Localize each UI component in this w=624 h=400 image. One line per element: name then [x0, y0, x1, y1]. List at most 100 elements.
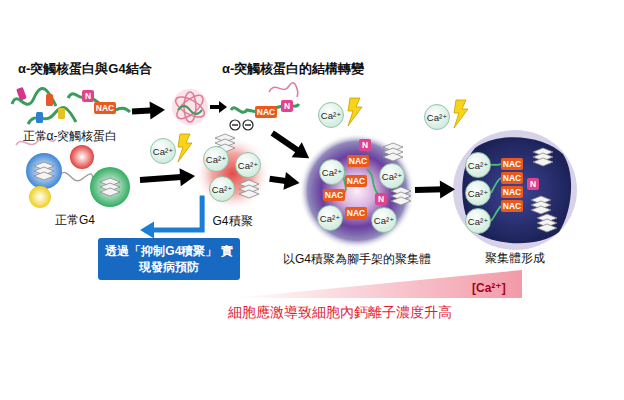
art-shape: [172, 89, 208, 125]
arrow-connector: [140, 195, 202, 238]
arrow-line: [272, 133, 300, 152]
art-shape: [453, 130, 577, 250]
scaffold-aggregate: [299, 133, 415, 249]
art-shape: [26, 153, 62, 189]
n-terminus-tag: N: [527, 178, 539, 190]
scaffold-aggregate: Ca²⁺NACCa²⁺NACNNACNACCa²⁺Ca²⁺N以G4積聚為腳手架的…: [299, 133, 415, 249]
nac-domain-tag: NAC: [501, 186, 523, 198]
g4-group: 正常G4: [10, 135, 140, 234]
art-shape: [70, 145, 94, 169]
calcium-ion: Ca²⁺: [465, 180, 491, 206]
art-shape: [269, 83, 298, 97]
art-shape: [245, 124, 251, 125]
n-terminus-tag: N: [281, 100, 293, 112]
art-shape: [58, 108, 65, 119]
stress-bolt: [348, 98, 362, 126]
nac-domain-tag: NAC: [347, 155, 369, 167]
nac-domain-tag: NAC: [501, 200, 523, 212]
stage-heading: α-突觸核蛋白的結構轉變: [222, 60, 364, 78]
calcium-level: [Ca²⁺]: [472, 281, 506, 295]
calcium-ion: Ca²⁺: [379, 163, 405, 189]
arrow-connector: [272, 133, 309, 158]
n-terminus-tag: N: [359, 139, 371, 151]
art-shape: [537, 214, 557, 232]
art-shape: [178, 106, 202, 114]
node-caption: G4積聚: [212, 214, 252, 229]
arrow-connector: [415, 180, 455, 198]
art-shape: [299, 133, 415, 249]
art-shape: [230, 120, 240, 130]
n-terminus-tag: N: [375, 193, 387, 205]
arrow-head: [283, 172, 299, 190]
structural-change: [172, 83, 299, 130]
node-caption: 正常G4: [55, 213, 95, 228]
art-shape: [34, 162, 54, 180]
aggregate-blob: [453, 130, 577, 250]
g4-aggregate-glow: [195, 134, 270, 211]
calcium-ion: Ca²⁺: [465, 152, 491, 178]
art-shape: [383, 143, 403, 161]
stress-bolt: [178, 134, 192, 162]
arrow-connector: [140, 168, 195, 186]
calcium-ion: Ca²⁺: [465, 208, 491, 234]
nac-domain-tag: NAC: [255, 106, 277, 118]
calcium-ion: Ca²⁺: [317, 205, 343, 231]
calcium-ion: Ca²⁺: [424, 104, 450, 130]
art-shape: [491, 164, 501, 221]
art-shape: [210, 105, 219, 109]
protein-group: NNAC 正常α-突觸核蛋白: [8, 82, 132, 147]
protein-strands: [12, 87, 130, 124]
node-caption: 聚集體形成: [485, 251, 545, 266]
art-shape: [232, 124, 238, 125]
nac-domain-tag: NAC: [501, 158, 523, 170]
art-shape: [173, 91, 207, 122]
calcium-ion: Ca²⁺: [371, 207, 397, 233]
art-shape: [243, 120, 253, 130]
nac-domain-tag: NAC: [501, 172, 523, 184]
art-shape: [531, 196, 551, 214]
calcium-ion: Ca²⁺: [209, 176, 235, 202]
nac-domain-tag: NAC: [94, 102, 116, 114]
art-shape: [219, 101, 227, 113]
art-shape: [28, 108, 76, 124]
art-shape: [29, 186, 51, 208]
calcium-ion: Ca²⁺: [235, 152, 261, 178]
nac-domain-tag: NAC: [345, 207, 367, 219]
arrow-line: [150, 195, 202, 230]
art-shape: [462, 137, 571, 243]
nac-domain-tag: NAC: [345, 175, 367, 187]
box-text: 透過「抑制G4積聚」 實現發病預防: [98, 238, 240, 280]
calcium-ion: Ca²⁺: [318, 102, 344, 128]
protein-group: NAC N: [165, 80, 302, 133]
art-shape: [60, 172, 93, 187]
arrow-line: [140, 177, 185, 180]
art-shape: [343, 169, 379, 195]
nac-domain-tag: NAC: [323, 189, 345, 201]
node-caption: 以G4積聚為腳手架的聚集體: [283, 252, 431, 267]
art-shape: [36, 112, 43, 123]
arrow-head: [150, 102, 165, 120]
aggregate-blob: Ca²⁺Ca²⁺Ca²⁺NACNACNACNACN聚集體形成: [455, 128, 575, 248]
node-caption: 正常α-突觸核蛋白: [23, 129, 118, 144]
calcium-ion: Ca²⁺: [150, 138, 176, 164]
stage-heading: α-突觸核蛋白與G4結合: [18, 60, 152, 78]
art-shape: [100, 178, 120, 196]
g4-blobs: [16, 138, 130, 208]
art-shape: [46, 94, 53, 106]
arrow-head: [292, 142, 309, 158]
calcium-gradient: [232, 270, 522, 298]
calcium-ion: Ca²⁺: [203, 146, 229, 172]
calcium-ion: Ca²⁺: [319, 159, 345, 185]
n-terminus-tag: N: [82, 90, 94, 102]
arrow-connector: [132, 102, 165, 120]
stress-note: 細胞應激導致細胞內鈣離子濃度升高: [228, 304, 452, 322]
arrow-head: [140, 222, 154, 239]
arrow-connector: [270, 172, 300, 190]
art-shape: [90, 167, 130, 207]
art-shape: [16, 87, 27, 101]
art-shape: [239, 180, 259, 198]
g4-aggregate: Ca²⁺Ca²⁺Ca²⁺G4積聚: [195, 136, 270, 211]
